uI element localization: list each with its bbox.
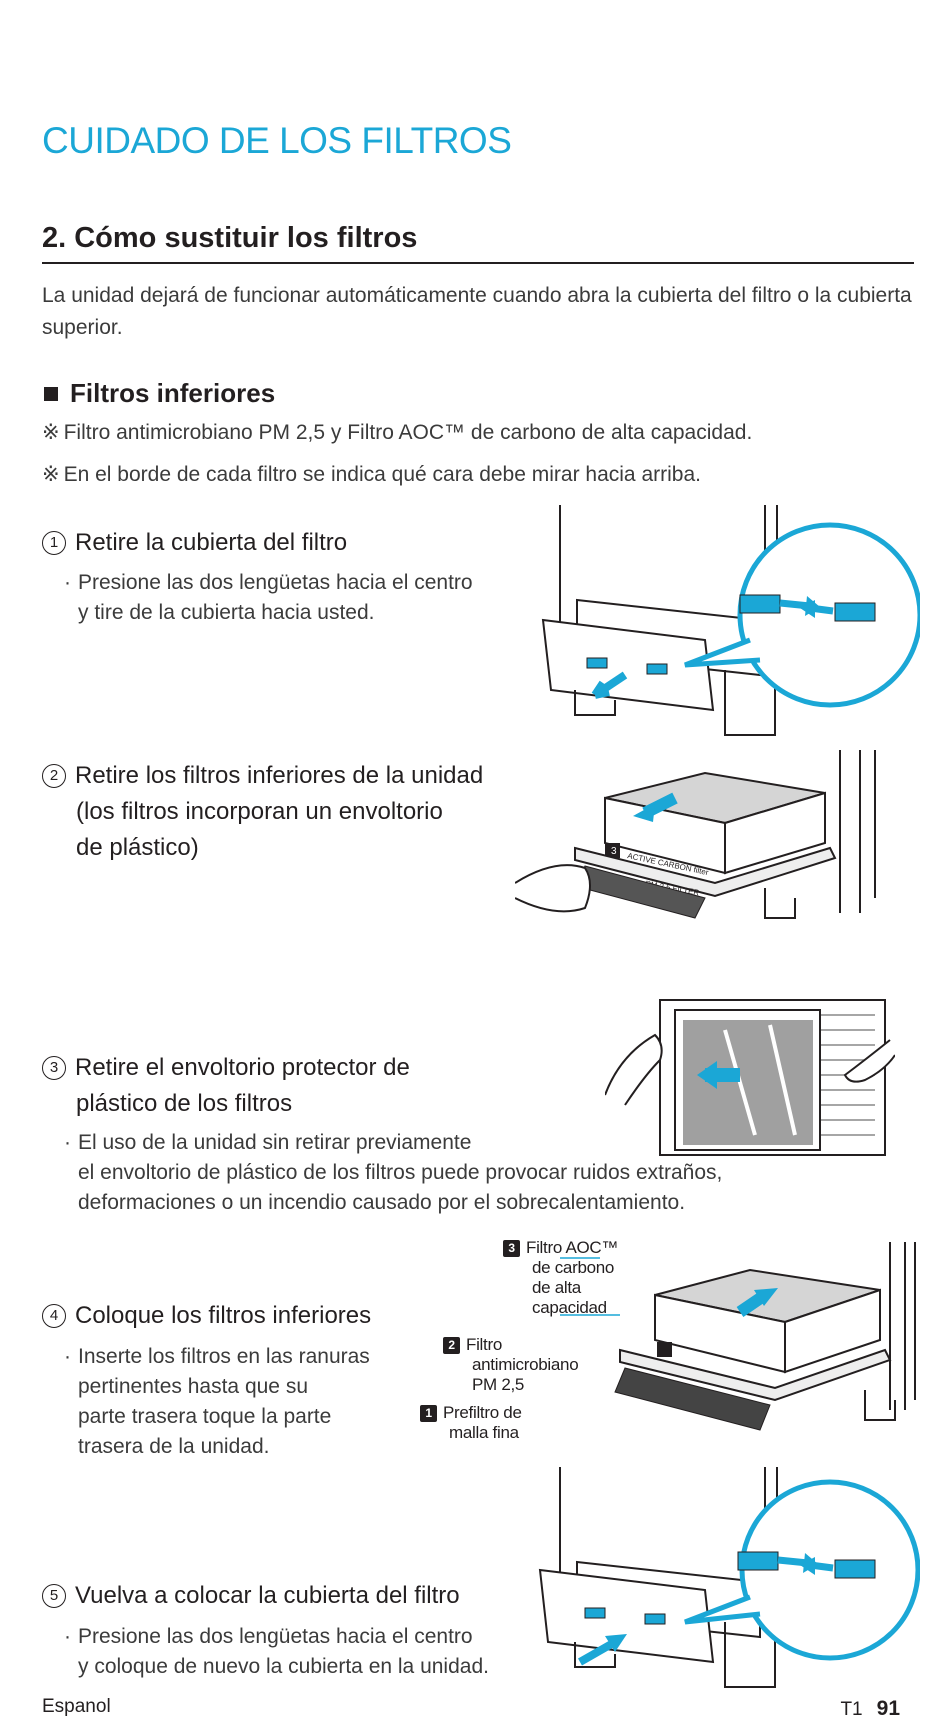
step-1-bullet: ·Presione las dos lengüetas hacia el cen… [64, 571, 473, 624]
step-number: 5 [42, 1584, 66, 1608]
callout-badge: 3 [503, 1240, 520, 1257]
step-title: Retire la cubierta del filtro [75, 529, 348, 556]
filter-3-badge: 3 [611, 846, 617, 857]
page-title: CUIDADO DE LOS FILTROS [42, 120, 512, 161]
step-1: 1 Retire la cubierta del filtro [42, 525, 347, 561]
note: ※Filtro antimicrobiano PM 2,5 y Filtro A… [42, 421, 753, 444]
callout-badge: 1 [420, 1405, 437, 1422]
step-number: 1 [42, 531, 66, 555]
filter-insertion-illustration [560, 1242, 916, 1431]
note-mark: ※ [42, 463, 60, 486]
step-5-bullet: ·Presione las dos lengüetas hacia el cen… [64, 1625, 489, 1678]
note-mark: ※ [42, 421, 60, 444]
square-bullet-icon [44, 386, 58, 401]
note: ※En el borde de cada filtro se indica qu… [42, 463, 701, 486]
footer-page: T1 91 [840, 1697, 900, 1721]
plastic-wrap-removal-illustration [605, 999, 895, 1156]
filter-cover-removal-illustration [541, 505, 920, 736]
step-number: 4 [42, 1304, 66, 1328]
section-heading: 2. Cómo sustituir los filtros [42, 222, 914, 264]
filter-cover-reattach-illustration [538, 1467, 920, 1688]
filter-removal-illustration: 3 ACTIVE CARBON filter PM 2.5 FILTER [515, 750, 876, 919]
intro-text: La unidad dejará de funcionar automática… [42, 284, 912, 339]
footer-language: Espanol [42, 1696, 111, 1717]
page-number: 91 [876, 1697, 900, 1720]
step-3-bullet: ·El uso de la unidad sin retirar previam… [64, 1131, 723, 1214]
subsection-label: Filtros inferiores [70, 378, 276, 408]
footer-code: T1 [840, 1699, 863, 1720]
callout-badge: 2 [443, 1337, 460, 1354]
subsection-heading: Filtros inferiores [44, 378, 275, 409]
step-number: 2 [42, 764, 66, 788]
step-number: 3 [42, 1056, 66, 1080]
